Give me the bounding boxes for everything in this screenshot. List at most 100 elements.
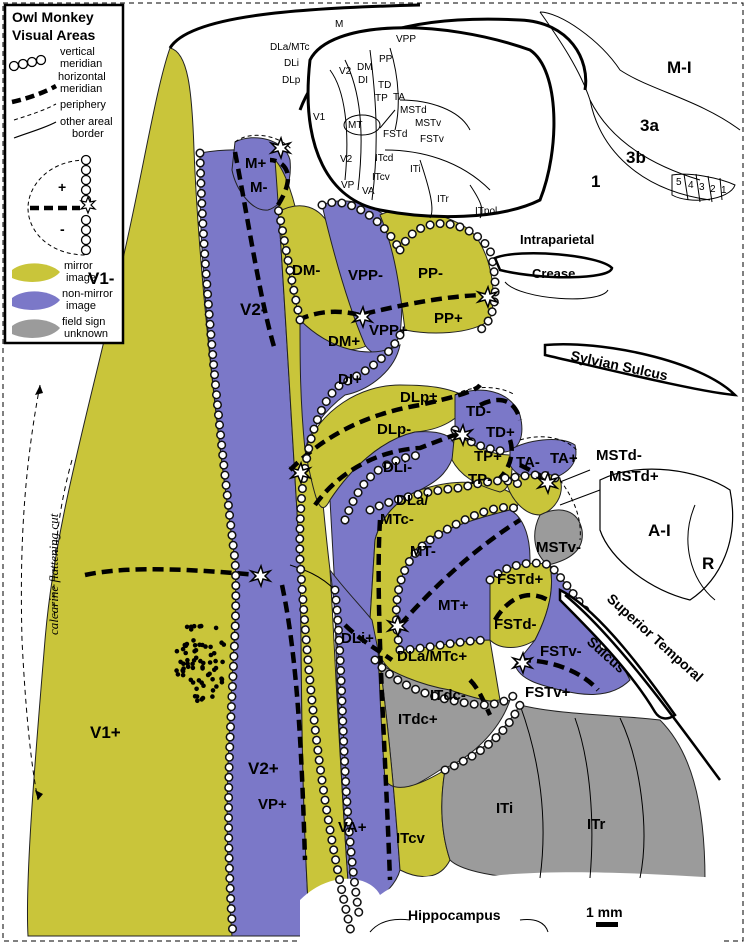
inset-v1: V1 <box>313 112 326 123</box>
inset-fstd: FSTd <box>383 129 407 140</box>
area-dlp <box>304 384 471 508</box>
label-m-plus: M+ <box>245 155 266 172</box>
cluster-dot <box>210 694 215 699</box>
label-r: R <box>702 554 714 573</box>
inset-dm: DM <box>357 62 373 73</box>
cluster-dot <box>181 666 186 671</box>
label-3a: 3a <box>640 116 659 135</box>
area-di <box>299 318 401 451</box>
inset-v2-top: V2 <box>339 66 352 77</box>
label-digit-5: 5 <box>676 177 682 188</box>
label-tp-minus: TP- <box>468 471 492 488</box>
cluster-dot <box>174 668 179 673</box>
cluster-dot <box>180 672 186 678</box>
label-digit-1: 1 <box>721 185 727 196</box>
cluster-dot <box>190 661 195 667</box>
legend-mirror-1: mirror <box>64 260 93 272</box>
legend-field-star <box>79 195 97 215</box>
label-mi: M-I <box>667 58 692 77</box>
inset-vp: VP <box>341 180 355 191</box>
label-vpp-plus: VPP+ <box>369 322 408 339</box>
auditory-region <box>599 468 734 601</box>
legend-vm-1: vertical <box>60 46 95 58</box>
cluster-dot <box>190 665 196 671</box>
label-pp-plus: PP+ <box>434 310 463 327</box>
label-intraparietal-2: Crease <box>532 266 575 281</box>
label-vp-plus: VP+ <box>258 796 287 813</box>
dot-cluster <box>174 623 227 704</box>
label-fstd-minus: FSTd- <box>494 616 537 633</box>
inset-ta: TA <box>393 92 405 103</box>
inset-di: DI <box>358 75 368 86</box>
inset-itr: ITr <box>437 194 450 205</box>
label-mt-minus: MT- <box>410 543 436 560</box>
inset-va: VA <box>362 186 375 197</box>
hippo-arrow-left <box>369 918 411 933</box>
cluster-dot <box>195 698 200 704</box>
intraparietal-outline <box>504 281 609 300</box>
inset-dm-border <box>389 47 399 131</box>
border-iti-inner <box>519 704 544 879</box>
inset-tp: TP <box>375 93 388 104</box>
somato-3b <box>589 99 711 201</box>
label-calcarine: calcarine flattening cut <box>46 513 61 635</box>
inset-mstd: MSTd <box>400 105 427 116</box>
inset-mt-ring <box>343 114 381 136</box>
inset-fstv: FSTv <box>420 134 444 145</box>
label-iti: ITi <box>496 800 513 817</box>
cluster-dot <box>192 649 197 654</box>
cluster-dot <box>210 677 215 682</box>
border-itr-inner <box>619 717 645 879</box>
somato-outline <box>539 11 741 131</box>
label-dlp-minus: DLp- <box>377 421 411 438</box>
label-v1-minus: V1- <box>88 269 114 288</box>
label-dli-plus: DLi+ <box>341 630 374 647</box>
cluster-dot <box>183 650 188 656</box>
cluster-dot <box>207 660 213 665</box>
inset-outline <box>306 26 556 219</box>
legend-vm-2: meridian <box>60 58 102 70</box>
legend-title-2: Visual Areas <box>12 27 95 43</box>
label-m-minus: M- <box>250 179 268 196</box>
label-dla-minus-1: DLa/ <box>396 492 429 509</box>
cluster-dot <box>185 657 190 663</box>
label-digit-3: 3 <box>699 182 705 193</box>
cluster-dot <box>208 644 213 650</box>
cluster-dot <box>199 680 204 685</box>
cluster-dot <box>191 623 197 629</box>
cluster-dot <box>213 625 219 631</box>
inset-pp: PP <box>379 54 393 65</box>
cluster-dot <box>205 672 211 678</box>
inset-it-border <box>384 149 491 191</box>
cluster-dot <box>181 661 186 666</box>
label-v2-plus: V2+ <box>248 759 279 778</box>
cluster-dot <box>192 643 198 648</box>
inset-mstd-line <box>379 109 396 129</box>
cluster-dot <box>175 672 181 677</box>
legend-nonmirror-1: non-mirror <box>62 288 113 300</box>
label-digit-2: 2 <box>710 184 716 195</box>
label-dla-minus-2: MTc- <box>380 511 414 528</box>
periphery-lines <box>234 134 581 541</box>
inset-vp-border <box>369 49 377 201</box>
calcarine-arrow-outer <box>20 384 41 801</box>
cluster-dot <box>200 695 206 701</box>
label-ta-plus: TA+ <box>550 450 578 467</box>
sylvian-sulcus <box>543 343 739 397</box>
cluster-dot <box>212 667 217 673</box>
inset-vpp: VPP <box>396 34 416 45</box>
label-tp-plus: TP+ <box>474 448 502 465</box>
inset-td: TD <box>378 80 391 91</box>
legend-per-sample <box>13 103 57 121</box>
cluster-dot <box>191 658 197 663</box>
legend-border-2: border <box>72 128 104 140</box>
label-td-minus: TD- <box>466 403 491 420</box>
cluster-dot <box>198 658 203 664</box>
label-dm-minus: DM- <box>292 262 320 279</box>
label-dlp-pm: DLp± <box>400 389 437 406</box>
hippocampus-notch <box>300 872 720 945</box>
inset-iti: ITi <box>410 164 421 175</box>
label-scale: 1 mm <box>586 904 623 920</box>
legend-border-1: other areal <box>60 116 113 128</box>
